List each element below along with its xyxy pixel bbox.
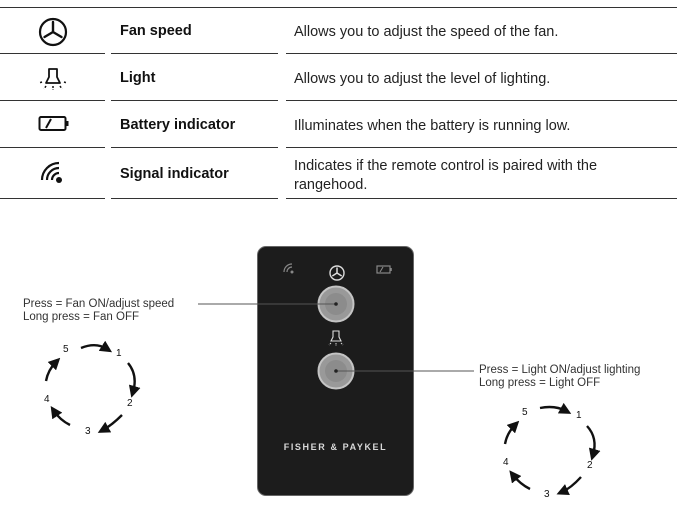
row-divider xyxy=(286,147,677,148)
light-level-cycle xyxy=(503,402,601,496)
row-name-fan-speed: Fan speed xyxy=(120,23,192,39)
fan-callout: Press = Fan ON/adjust speed Long press =… xyxy=(23,298,174,324)
row-divider xyxy=(286,198,677,199)
cycle-number: 2 xyxy=(587,460,593,471)
signal-icon xyxy=(40,161,62,183)
cycle-number: 1 xyxy=(116,348,122,359)
fan-callout-press: Press = Fan ON/adjust speed xyxy=(23,298,175,310)
row-divider xyxy=(0,147,105,148)
row-name-light: Light xyxy=(120,70,156,86)
row-desc-signal-indicator: Indicates if the remote control is paire… xyxy=(294,158,598,193)
row-name-battery-indicator: Battery indicator xyxy=(120,117,236,133)
row-divider xyxy=(111,100,278,101)
row-desc-fan-speed: Allows you to adjust the speed of the fa… xyxy=(294,24,559,40)
row-divider xyxy=(0,100,105,101)
battery-icon xyxy=(38,116,69,131)
cycle-number: 4 xyxy=(44,394,50,405)
cycle-number: 5 xyxy=(63,344,69,355)
remote-battery-icon xyxy=(376,265,392,274)
cycle-number: 2 xyxy=(127,398,133,409)
light-bulb-icon xyxy=(38,68,68,90)
row-divider xyxy=(0,53,105,54)
table-top-rule xyxy=(0,7,677,8)
row-name-signal-indicator: Signal indicator xyxy=(120,166,229,182)
cycle-number: 3 xyxy=(85,426,91,437)
row-divider xyxy=(286,53,677,54)
row-divider xyxy=(111,147,278,148)
light-callout-press: Press = Light ON/adjust lighting xyxy=(479,364,641,376)
light-callout-long-press: Long press = Light OFF xyxy=(479,377,601,389)
row-divider xyxy=(0,198,105,199)
light-callout: Press = Light ON/adjust lighting Long pr… xyxy=(479,364,640,390)
fan-icon xyxy=(38,17,68,47)
remote-fan-icon xyxy=(329,265,345,281)
row-desc-battery-indicator: Illuminates when the battery is running … xyxy=(294,118,571,134)
cycle-number: 3 xyxy=(544,489,550,500)
row-desc-light: Allows you to adjust the level of lighti… xyxy=(294,71,551,87)
remote-signal-icon xyxy=(283,263,294,274)
cycle-number: 4 xyxy=(503,457,509,468)
row-divider xyxy=(111,198,278,199)
cycle-number: 5 xyxy=(522,407,528,418)
fan-callout-long-press: Long press = Fan OFF xyxy=(23,311,140,323)
remote-light-icon xyxy=(328,330,344,346)
fan-speed-cycle xyxy=(44,340,141,433)
row-divider xyxy=(111,53,278,54)
brand-logo-text: FISHER & PAYKEL xyxy=(283,442,388,452)
cycle-number: 1 xyxy=(576,410,582,421)
row-divider xyxy=(286,100,677,101)
